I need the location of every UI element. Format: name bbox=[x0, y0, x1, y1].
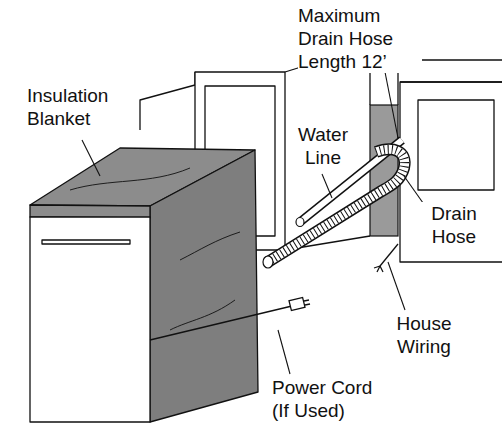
left-cabinet-edge bbox=[140, 72, 195, 130]
power-cord bbox=[150, 297, 310, 340]
dishwasher-door bbox=[30, 217, 150, 422]
label-holder: Insulation Blanket bbox=[27, 84, 139, 130]
label-holder: Drain Hose bbox=[418, 202, 490, 248]
blanket-front-fold bbox=[30, 205, 150, 218]
blanket-side bbox=[150, 150, 258, 422]
dishwasher bbox=[30, 148, 258, 422]
right-cabinet-edge bbox=[400, 81, 502, 82]
callout-label: Water Line bbox=[290, 123, 356, 169]
callout-label: House Wiring bbox=[384, 312, 464, 358]
right-cabinet-door bbox=[418, 100, 494, 190]
label-holder: Power Cord (If Used) bbox=[272, 376, 390, 422]
door-handle bbox=[42, 240, 130, 244]
label-holder: Water Line bbox=[290, 123, 356, 169]
callout-label: Maximum Drain Hose Length 12’ bbox=[298, 4, 422, 73]
back-wall-panel bbox=[370, 105, 398, 236]
callout-label: Drain Hose bbox=[418, 202, 490, 248]
label-holder: House Wiring bbox=[384, 312, 464, 358]
house-wiring bbox=[374, 244, 398, 272]
label-holder: Maximum Drain Hose Length 12’ bbox=[298, 4, 422, 73]
right-cabinet-front bbox=[400, 82, 502, 262]
callout-label: Power Cord (If Used) bbox=[272, 376, 390, 422]
callout-label: Insulation Blanket bbox=[27, 84, 139, 130]
